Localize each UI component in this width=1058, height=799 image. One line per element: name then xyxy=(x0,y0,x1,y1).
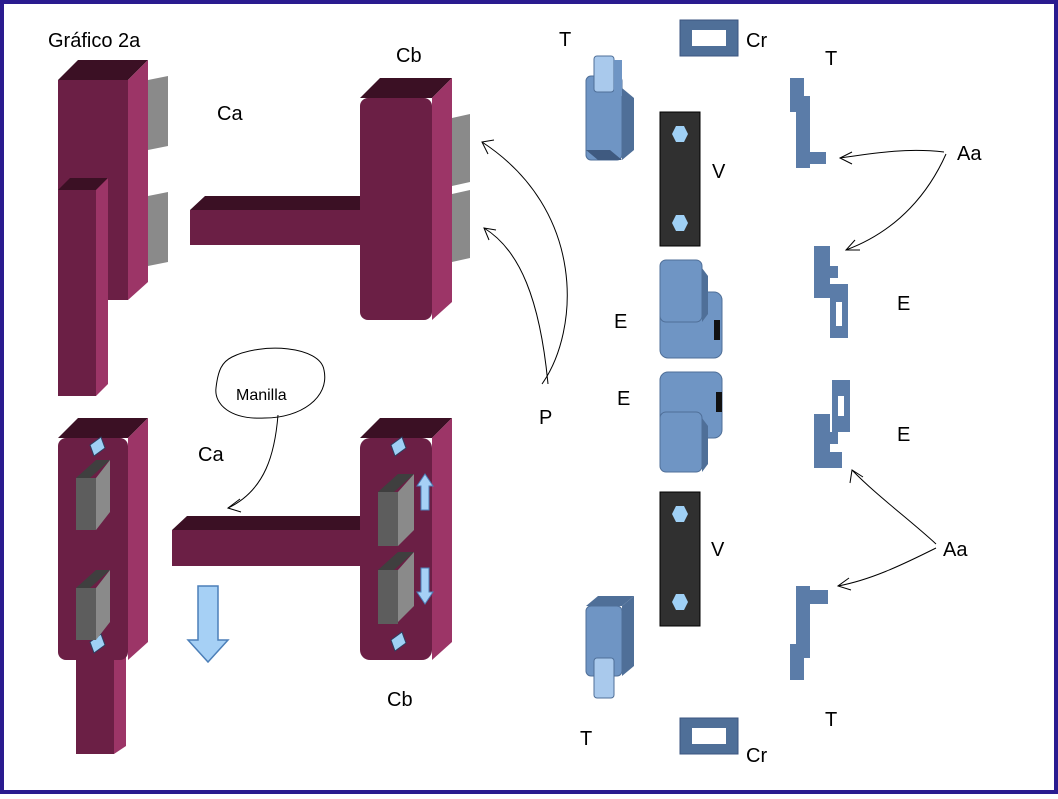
right-profile-column xyxy=(790,78,947,680)
label-v-top: V xyxy=(712,161,726,183)
manilla-bubble xyxy=(215,347,326,419)
aa-top-connectors xyxy=(838,149,947,251)
top-left-gray-block-upper xyxy=(148,76,168,150)
label-t-bottom-left: T xyxy=(580,728,592,750)
label-e-right-upper: E xyxy=(897,293,910,315)
p-connector-lines xyxy=(481,139,568,385)
label-e-left-upper: E xyxy=(614,311,627,333)
top-cr-part xyxy=(679,19,739,57)
label-t-top-right: T xyxy=(825,48,837,70)
upper-e-part xyxy=(659,259,723,359)
label-cb-bottom: Cb xyxy=(387,689,413,711)
label-ca-top: Ca xyxy=(217,103,243,125)
bottom-handle-assembly xyxy=(58,347,452,754)
up-arrow-icon xyxy=(416,473,434,511)
middle-parts-column xyxy=(585,19,739,755)
label-t-bottom-right: T xyxy=(825,709,837,731)
bottom-left-plate xyxy=(58,418,148,660)
top-left-gray-block-lower xyxy=(148,192,168,266)
aa-bottom-connectors xyxy=(836,469,937,591)
label-p: P xyxy=(539,407,552,429)
label-aa-bottom: Aa xyxy=(943,539,968,561)
bottom-v-plate xyxy=(659,491,701,627)
top-handle-assembly xyxy=(58,60,470,396)
bottom-t-profile xyxy=(790,586,828,680)
label-t-top-left: T xyxy=(559,29,571,51)
bottom-left-stem xyxy=(76,640,126,754)
manilla-pointer-line xyxy=(227,414,279,509)
lower-e-part xyxy=(659,371,723,473)
label-cb-top: Cb xyxy=(396,45,422,67)
top-right-plate xyxy=(360,78,452,320)
label-ca-bottom: Ca xyxy=(198,444,224,466)
bottom-right-plate xyxy=(360,418,452,660)
label-cr-top: Cr xyxy=(746,30,767,52)
label-v-bottom: V xyxy=(711,539,725,561)
down-arrow-icon xyxy=(416,567,434,605)
diagram-title: Gráfico 2a xyxy=(48,30,141,52)
label-cr-bottom: Cr xyxy=(746,745,767,767)
top-left-front-plate xyxy=(58,178,108,396)
top-t-part xyxy=(585,55,634,161)
label-manilla: Manilla xyxy=(236,387,287,404)
label-aa-top: Aa xyxy=(957,143,982,165)
bottom-t-part xyxy=(585,596,634,699)
top-v-plate xyxy=(659,111,701,247)
bottom-lever xyxy=(172,516,375,566)
label-e-right-lower: E xyxy=(897,424,910,446)
lower-e-profile xyxy=(814,380,850,468)
top-t-profile xyxy=(790,78,826,168)
upper-e-profile xyxy=(814,246,848,338)
label-e-left-lower: E xyxy=(617,388,630,410)
big-down-arrow-icon xyxy=(186,585,230,664)
bottom-cr-part xyxy=(679,717,739,755)
